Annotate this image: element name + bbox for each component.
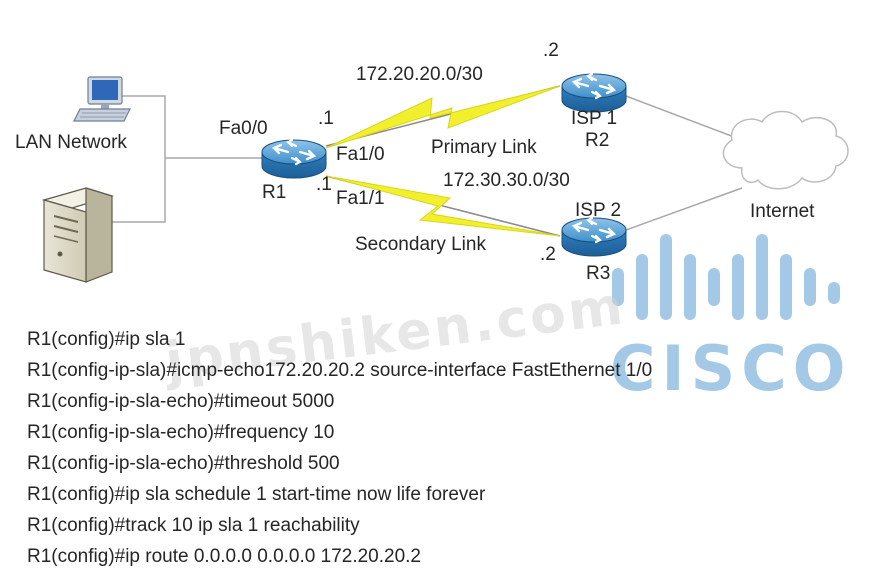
cisco-logo [612,234,840,320]
pc-link [122,95,166,158]
r1-primary-host-label: .1 [318,108,334,129]
config-line: R1(config-ip-sla-echo)#threshold 500 [27,453,340,474]
r1-label: R1 [262,182,286,203]
r2-router-icon [560,72,628,114]
lan-pc-icon [73,76,131,122]
r2-label: R2 [585,130,609,151]
r3-host-label: .2 [540,244,556,265]
config-line: R1(config)#ip sla schedule 1 start-time … [27,484,486,505]
internet-cloud-icon [722,110,849,190]
config-line: R1(config-ip-sla-echo)#frequency 10 [27,422,335,443]
r3-to-internet-link [625,187,743,231]
fa1-1-label: Fa1/1 [336,188,385,209]
r2-to-internet-link [625,95,743,141]
isp2-label: ISP 2 [575,200,621,221]
fa0-0-label: Fa0/0 [219,118,268,139]
primary-link-label: Primary Link [431,137,537,158]
secondary-subnet-label: 172.30.30.0/30 [443,170,570,191]
config-line: R1(config)#track 10 ip sla 1 reachabilit… [27,515,360,536]
internet-label: Internet [750,201,815,222]
isp1-label: ISP 1 [571,108,617,129]
r3-router-icon [560,216,628,258]
config-line: R1(config)#ip route 0.0.0.0 0.0.0.0 172.… [27,546,421,567]
r3-label: R3 [586,263,610,284]
r2-host-label: .2 [543,40,559,61]
cisco-logo-word: CISCO [610,332,851,405]
r1-secondary-host-label: .1 [316,174,332,195]
server-icon [41,187,115,283]
config-line: R1(config-ip-sla)#icmp-echo172.20.20.2 s… [27,360,653,381]
secondary-link-label: Secondary Link [355,234,486,255]
primary-subnet-label: 172.20.20.0/30 [356,64,483,85]
fa1-0-label: Fa1/0 [336,144,385,165]
server-link [108,158,166,223]
lan-network-label: LAN Network [15,132,127,153]
config-line: R1(config-ip-sla-echo)#timeout 5000 [27,391,335,412]
secondary-link-lightning-icon [325,175,561,237]
primary-link-lightning-icon [325,85,561,149]
r1-router-icon [260,138,328,180]
config-line: R1(config)#ip sla 1 [27,329,186,350]
config-commands: R1(config)#ip sla 1 R1(config-ip-sla)#ic… [27,324,652,572]
